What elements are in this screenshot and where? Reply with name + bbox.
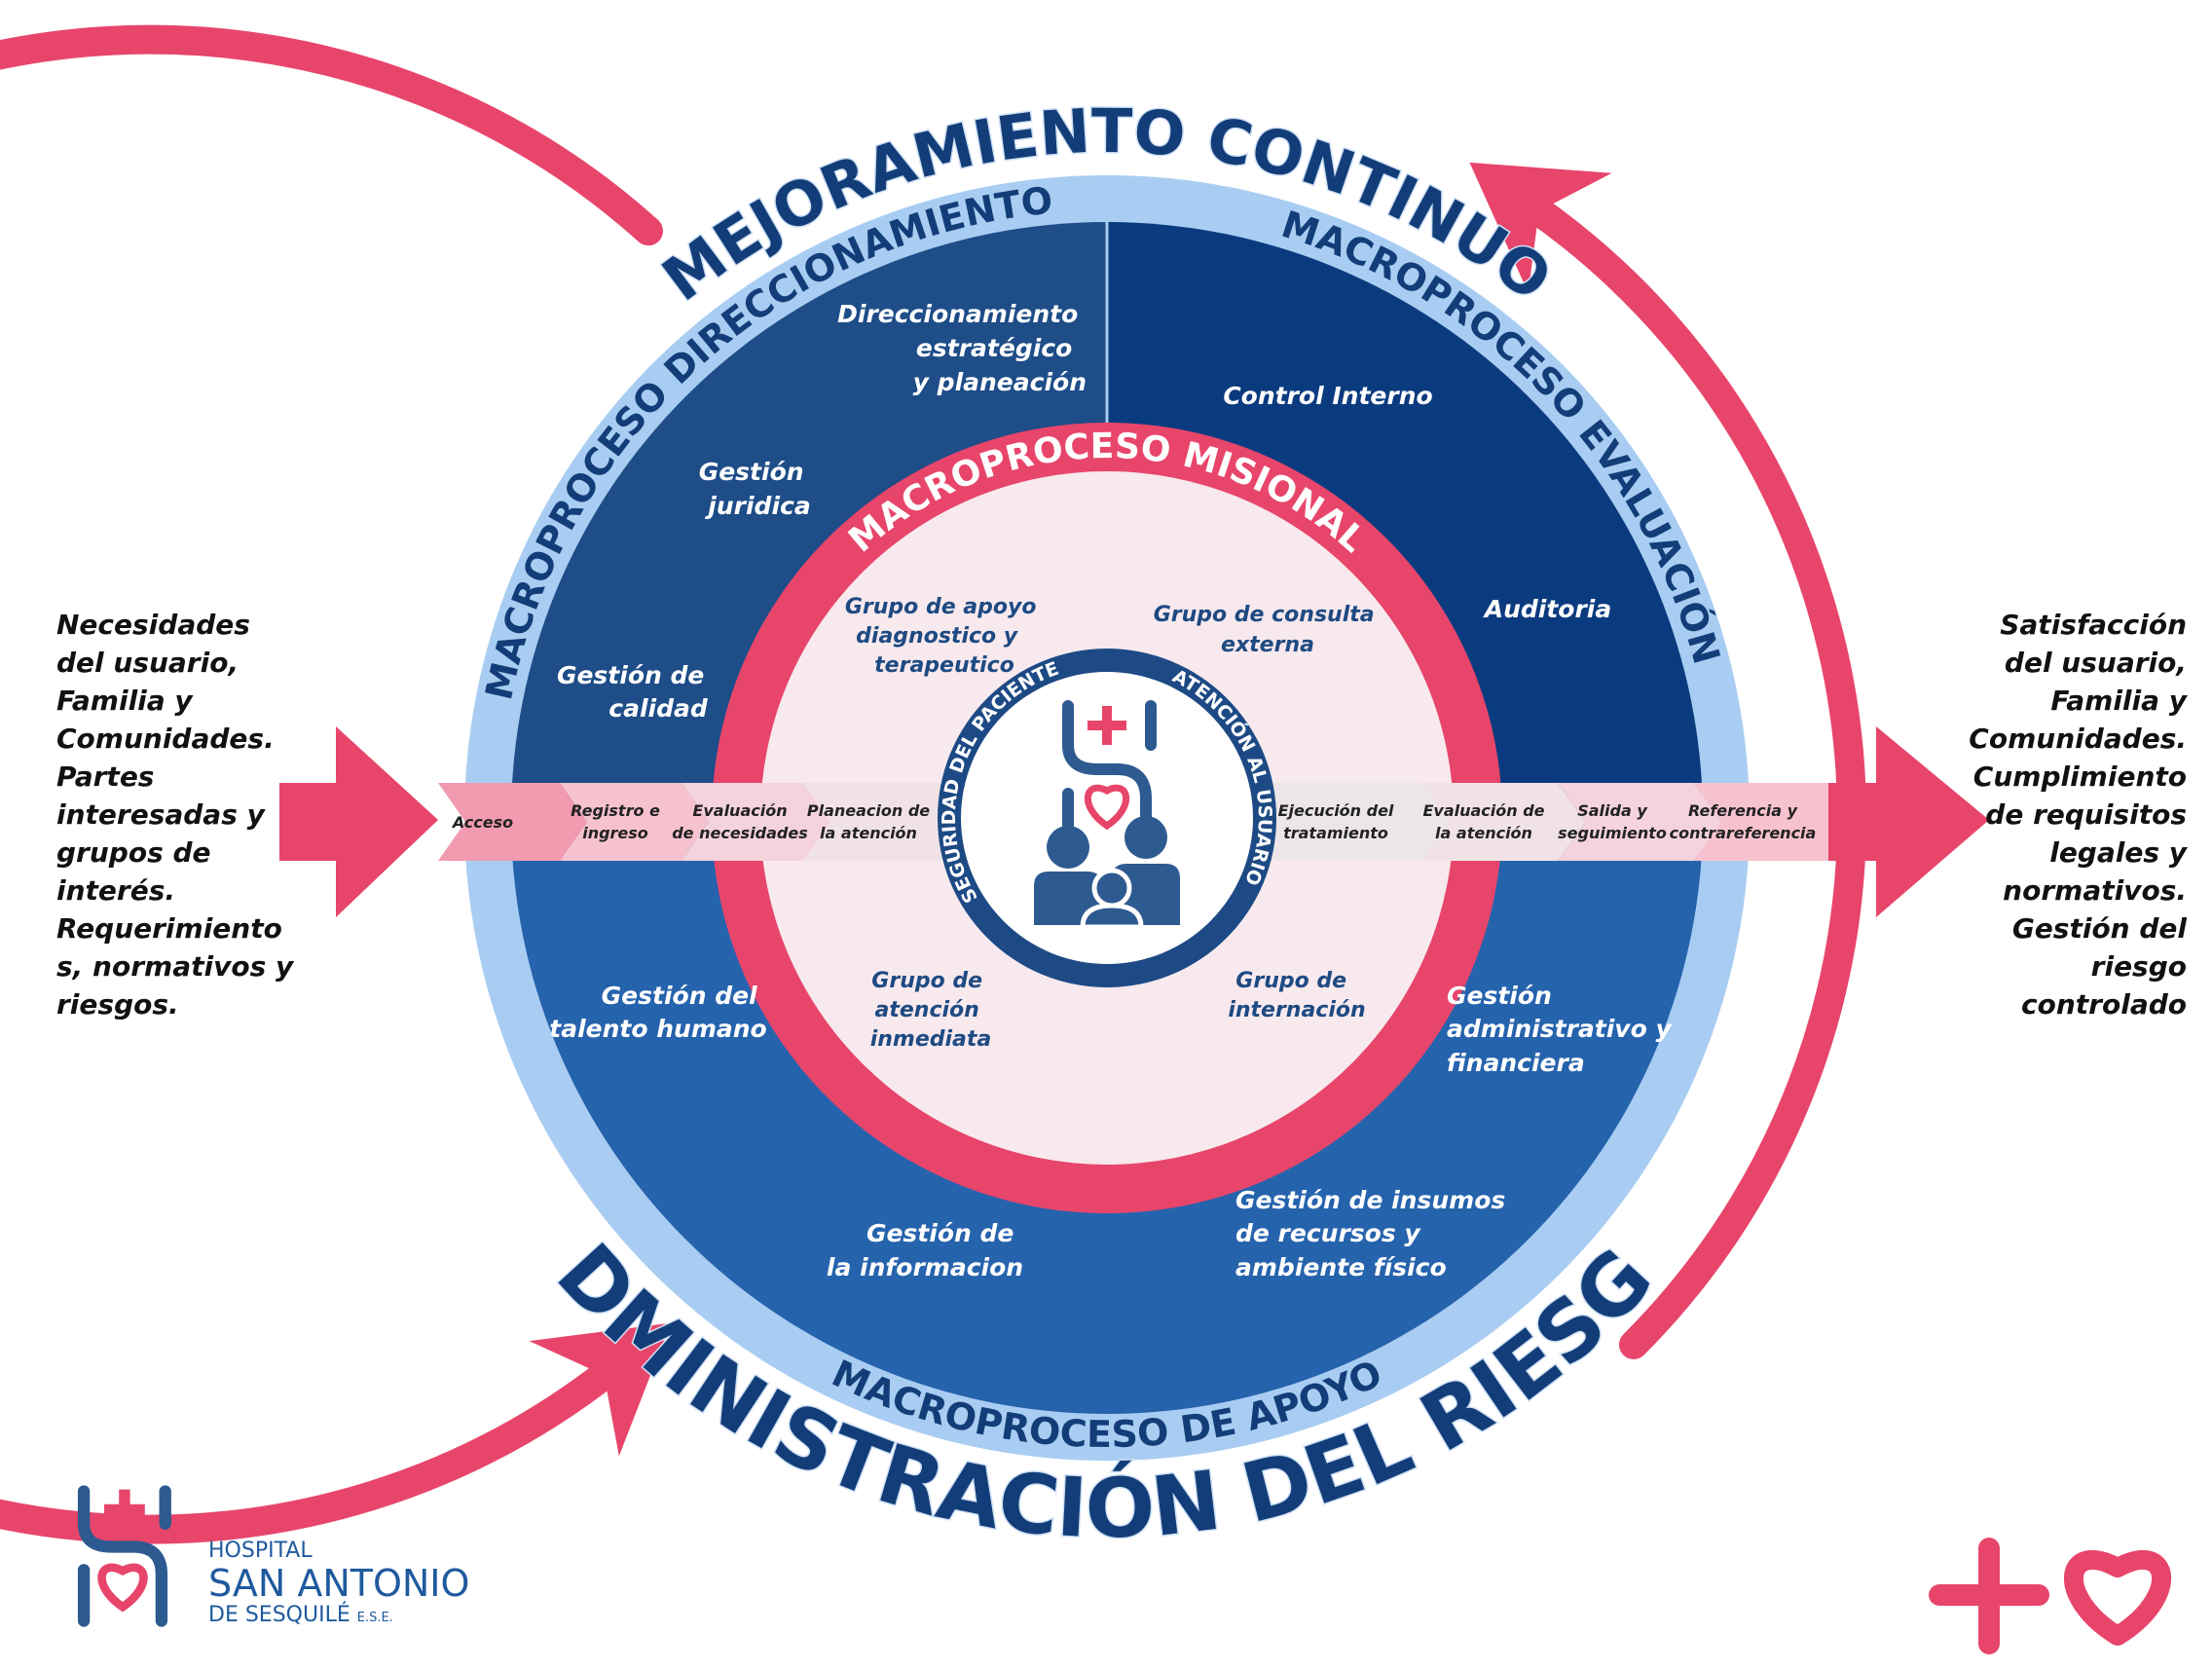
logo-sesquile: DE SESQUILÉ E.S.E. [208, 1603, 393, 1627]
output-line: Gestión del [2011, 912, 2187, 945]
process-step-line: Salida y [1577, 801, 1647, 820]
output-line: de requisitos [1985, 798, 2187, 831]
process-step-line: Ejecución del [1278, 801, 1394, 820]
process-chevron [438, 783, 587, 861]
hospital-logo-icon [77, 1485, 171, 1627]
input-line: interés. [56, 874, 176, 907]
output-line: legales y [2049, 836, 2187, 869]
item-administrativo-financiera: Gestión administrativo y financiera [1447, 982, 1680, 1077]
process-step-line: contrareferencia [1670, 824, 1817, 842]
item-apoyo-diagnostico: Grupo de apoyo diagnostico y terapeutico [845, 595, 1044, 678]
output-line: normativos. [2003, 874, 2187, 907]
item-consulta-externa: Grupo de consulta externa [1154, 603, 1382, 657]
process-arrow-head [1828, 726, 1989, 917]
input-line: Comunidades. [56, 723, 275, 755]
input-line: interesadas y [56, 798, 265, 831]
input-line: Necesidades [56, 609, 250, 641]
item-informacion: Gestión de la informacion [827, 1219, 1023, 1281]
process-step-line: Evaluación [692, 801, 787, 820]
item-gestion-juridica: Gestión juridica [699, 458, 813, 520]
outputs-text: Satisfacción del usuario, Familia y Comunid… [1969, 606, 2187, 1023]
input-line: del usuario, [56, 647, 240, 679]
item-control-interno: Control Interno [1223, 382, 1432, 410]
process-step-line: la atención [820, 824, 917, 842]
input-line: Requerimiento [56, 912, 282, 945]
process-chevron [1694, 783, 1858, 861]
process-step-line: la atención [1435, 824, 1532, 842]
process-chevron [1421, 783, 1585, 861]
plus-heart-mark [1929, 1538, 2172, 1654]
process-step-7: Salida y seguimiento [1558, 801, 1667, 842]
item-talento-humano: Gestión del talento humano [549, 982, 766, 1043]
process-step-labels: Acceso Registro e ingreso Evaluación de nece… [451, 801, 1816, 842]
item-atencion-inmediata: Grupo de atención inmediata [870, 969, 992, 1052]
process-step-line: Registro e [571, 801, 660, 820]
input-line: s, normativos y [56, 950, 294, 983]
process-step-line: de necesidades [672, 824, 808, 842]
input-line: Partes [56, 761, 155, 793]
process-step-line: Referencia y [1688, 801, 1798, 820]
process-arrow-tail [279, 726, 438, 917]
input-line: riesgos. [56, 988, 179, 1021]
process-chevron [560, 783, 709, 861]
output-line: del usuario, [2004, 647, 2187, 679]
process-chevron [682, 783, 830, 861]
item-direccionamiento-estrategico: Direccionamiento estratégico y planeació… [837, 300, 1087, 396]
logo-ese: E.S.E. [356, 1611, 393, 1625]
process-step-line: ingreso [582, 824, 648, 842]
process-step-line: seguimiento [1558, 824, 1667, 842]
process-step-3: Evaluación de necesidades [672, 801, 808, 842]
hospital-family-icon [1034, 700, 1180, 930]
logo-san-antonio: SAN ANTONIO [208, 1562, 470, 1605]
output-line: Satisfacción [2000, 609, 2187, 641]
item-internacion: Grupo de internación [1228, 969, 1365, 1022]
input-line: grupos de [56, 836, 211, 869]
process-step-line: tratamiento [1283, 824, 1388, 842]
process-step-line: Acceso [451, 813, 513, 832]
process-step-5: Ejecución del tratamiento [1278, 801, 1394, 842]
output-line: Familia y [2050, 685, 2187, 717]
process-chevron [1275, 783, 1449, 861]
process-step-1: Acceso [451, 813, 513, 832]
process-step-8: Referencia y contrareferencia [1670, 801, 1817, 842]
logo-hospital: HOSPITAL [208, 1539, 313, 1563]
output-line: controlado [2021, 988, 2187, 1021]
process-step-line: Planeacion de [807, 801, 930, 820]
item-insumos: Gestión de insumos de recursos y ambient… [1235, 1186, 1514, 1281]
input-line: Familia y [56, 685, 193, 717]
item-gestion-calidad: Gestión de calidad [557, 661, 713, 723]
output-line: riesgo [2090, 950, 2187, 983]
output-line: Comunidades. [1969, 723, 2187, 755]
output-line: Cumplimiento [1972, 761, 2187, 793]
process-chevron [1558, 783, 1721, 861]
cycle-arrow-left [0, 24, 672, 1544]
inputs-text: Necesidades del usuario, Familia y Comunida… [56, 606, 293, 1023]
process-step-6: Evaluación de la atención [1422, 801, 1544, 842]
process-step-2: Registro e ingreso [571, 801, 660, 842]
item-auditoria: Auditoria [1483, 595, 1612, 623]
cycle-arrow-right [1469, 162, 1867, 1359]
process-step-4: Planeacion de la atención [807, 801, 930, 842]
logo-sesquile-text: DE SESQUILÉ [208, 1603, 350, 1627]
process-chevron [803, 783, 962, 861]
process-step-line: Evaluación de [1422, 801, 1544, 820]
